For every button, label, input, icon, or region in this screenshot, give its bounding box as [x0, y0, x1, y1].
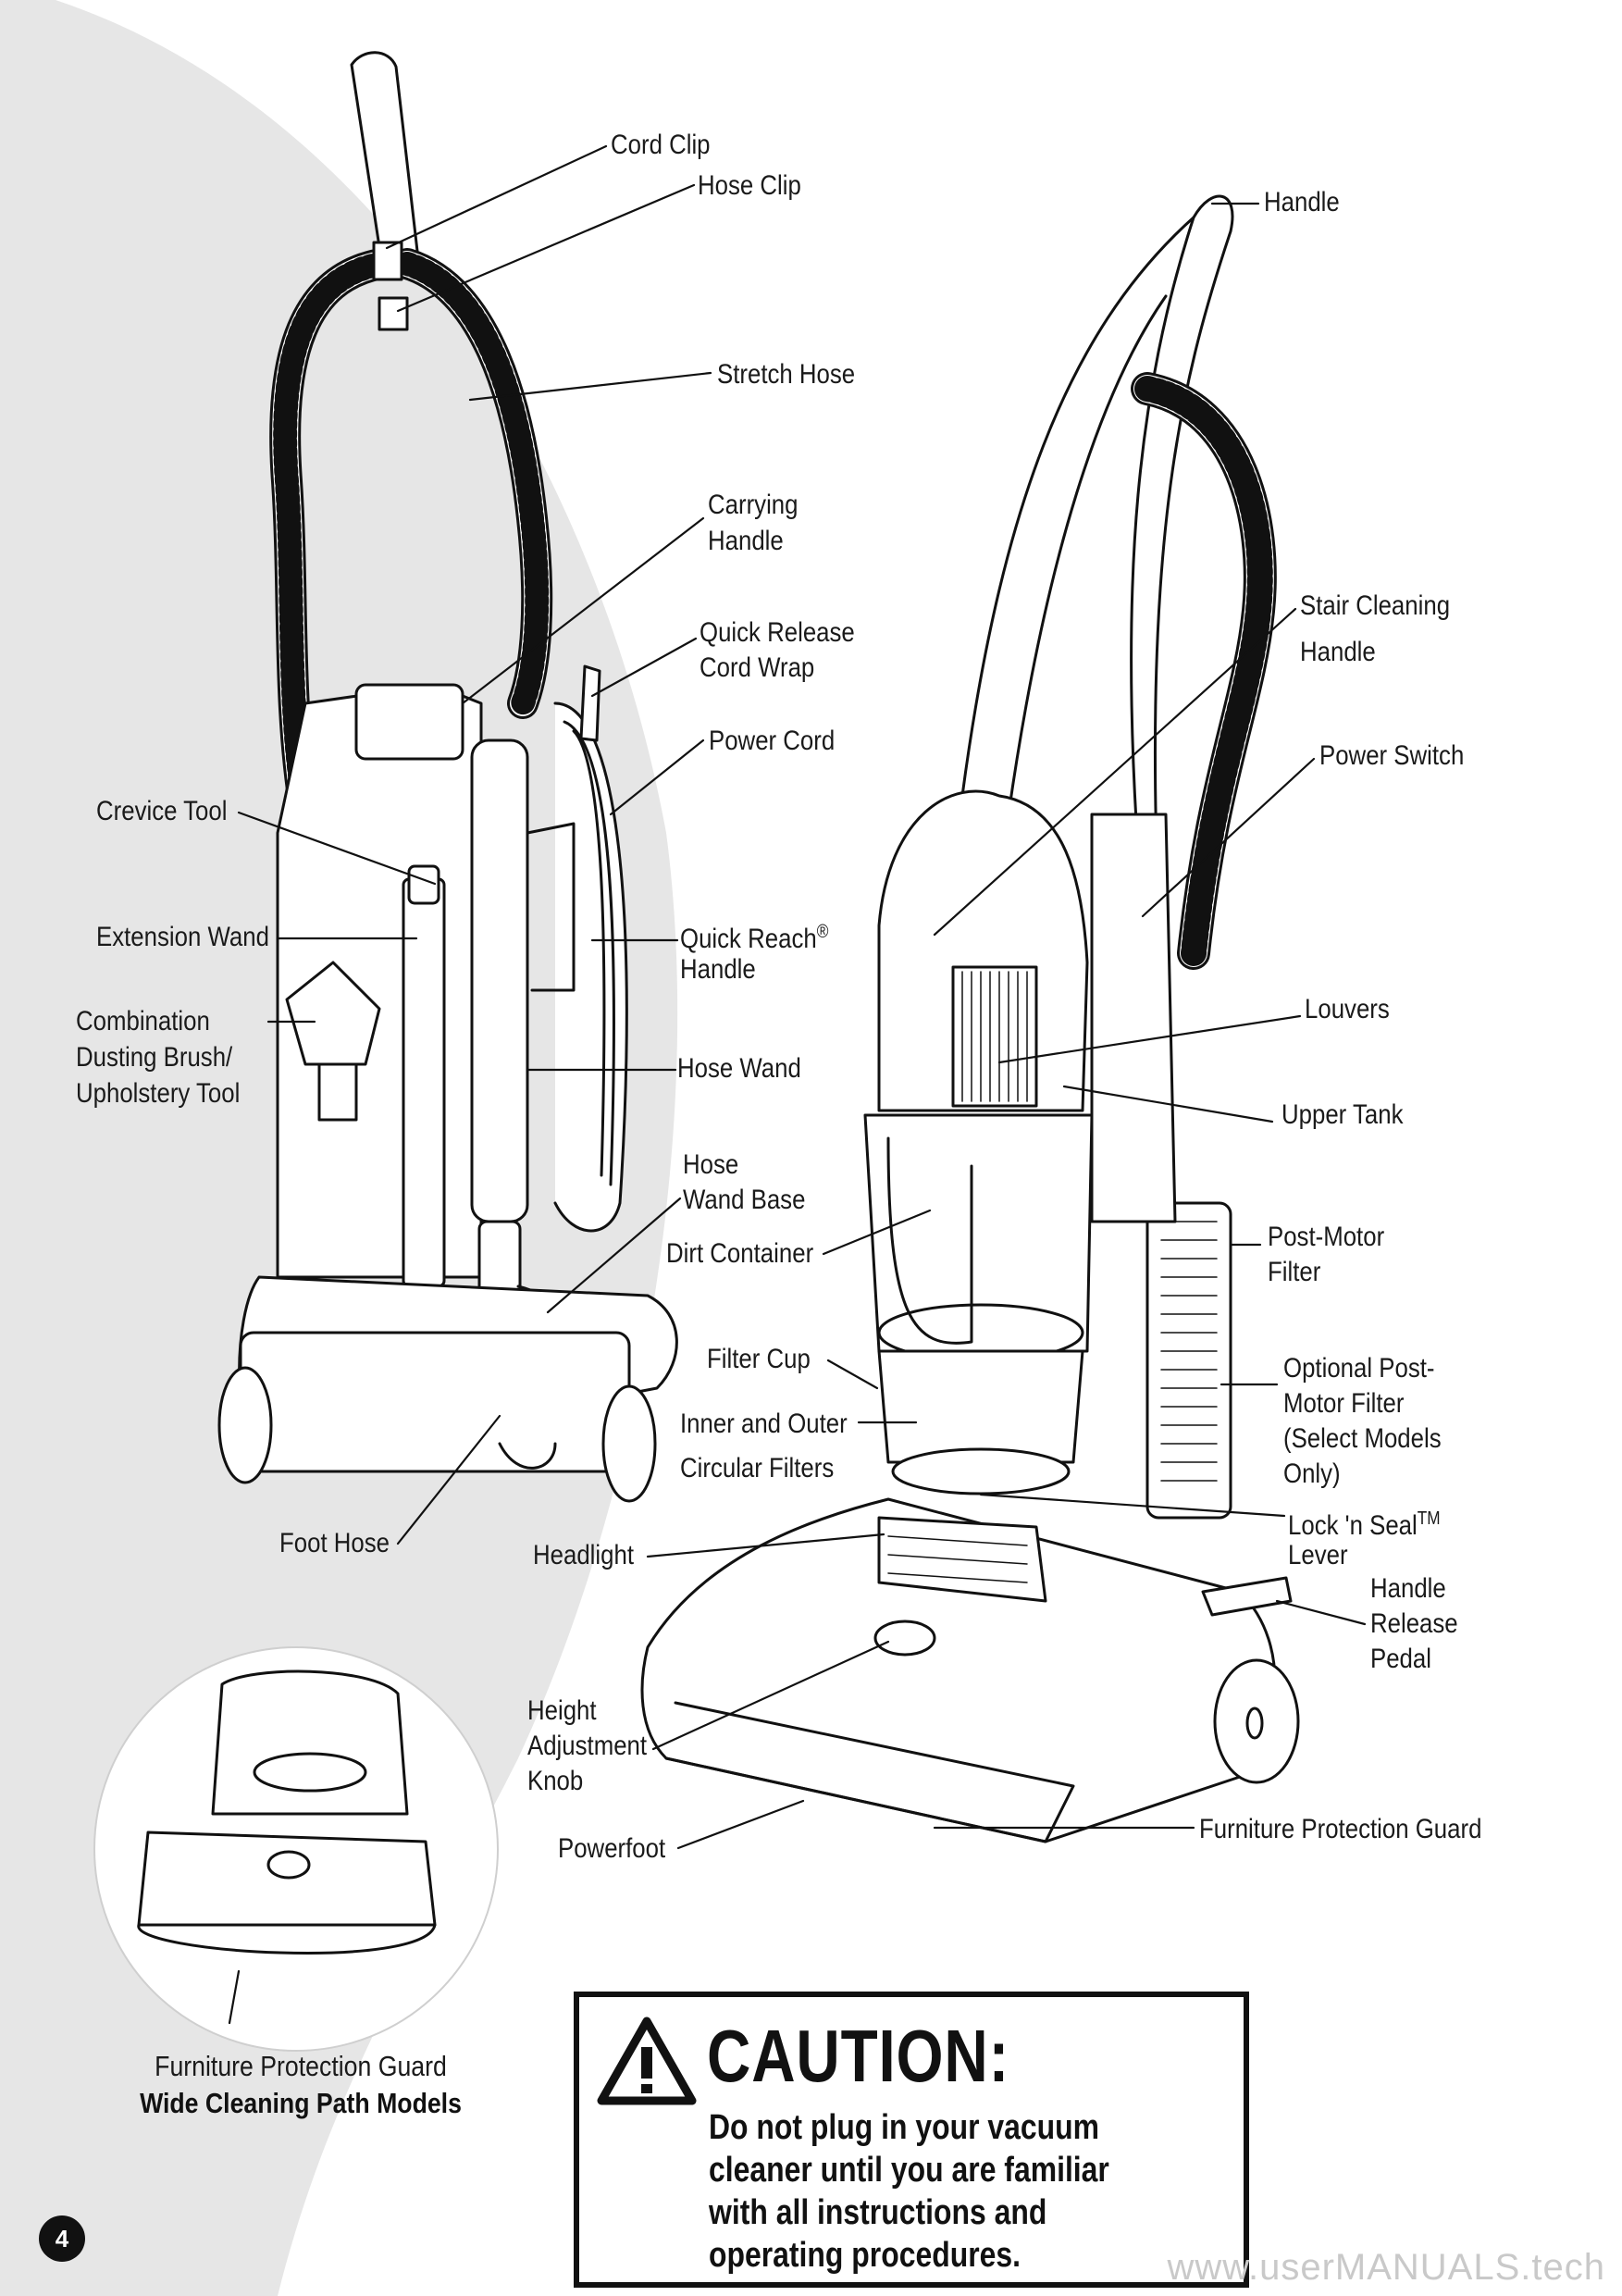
label-optional-filter-4: Only) [1283, 1458, 1341, 1489]
warning-triangle-icon [597, 2017, 697, 2105]
label-post-motor-2: Filter [1268, 1257, 1321, 1287]
caution-line-3: with all instructions and [709, 2193, 1047, 2232]
label-power-switch: Power Switch [1319, 740, 1465, 771]
label-stretch-hose: Stretch Hose [717, 359, 856, 390]
label-handle-release-3: Pedal [1370, 1644, 1431, 1674]
label-combination-1: Combination [76, 1006, 210, 1036]
right-vacuum-illustration [640, 194, 1300, 1843]
registered-mark: ® [816, 922, 829, 942]
label-power-cord: Power Cord [709, 726, 836, 756]
label-post-motor-1: Post-Motor [1268, 1222, 1385, 1252]
label-carrying-handle-2: Handle [708, 526, 784, 556]
label-optional-filter-1: Optional Post- [1283, 1353, 1435, 1384]
inset-caption: Furniture Protection Guard Wide Cleaning… [93, 2050, 509, 2120]
inset-caption-line-2: Wide Cleaning Path Models [140, 2087, 462, 2119]
label-quick-reach-1: Quick Reach® [680, 914, 828, 957]
caution-line-2: cleaner until you are familiar [709, 2151, 1109, 2190]
caution-box: CAUTION: Do not plug in your vacuum clea… [574, 1992, 1249, 2288]
label-height-adjustment-1: Height [527, 1695, 597, 1726]
label-handle: Handle [1264, 187, 1340, 217]
label-hose-wand-base-1: Hose [683, 1149, 739, 1180]
label-lock-seal-2: Lever [1288, 1540, 1348, 1570]
label-hose-clip: Hose Clip [698, 170, 801, 201]
label-lock-seal-text: Lock 'n Seal [1288, 1510, 1418, 1541]
inset-caption-line-1: Furniture Protection Guard [155, 2050, 447, 2082]
label-quick-reach-2: Handle [680, 954, 756, 985]
label-quick-release-2: Cord Wrap [700, 652, 815, 683]
label-quick-reach-text: Quick Reach [680, 924, 817, 954]
label-inner-outer-1: Inner and Outer [680, 1409, 848, 1439]
label-handle-release-2: Release [1370, 1608, 1458, 1639]
label-cord-clip: Cord Clip [611, 130, 711, 160]
label-inner-outer-2: Circular Filters [680, 1453, 835, 1483]
label-crevice-tool: Crevice Tool [96, 796, 228, 826]
label-stair-cleaning-2: Handle [1300, 637, 1376, 667]
label-hose-wand: Hose Wand [677, 1053, 801, 1084]
trademark-mark: TM [1417, 1508, 1441, 1529]
watermark: www.userMANUALS.tech [1167, 2247, 1605, 2288]
label-upper-tank: Upper Tank [1282, 1099, 1404, 1130]
caution-line-1: Do not plug in your vacuum [709, 2108, 1100, 2147]
label-optional-filter-2: Motor Filter [1283, 1388, 1405, 1419]
label-carrying-handle-1: Carrying [708, 490, 799, 520]
label-louvers: Louvers [1305, 994, 1390, 1024]
label-height-adjustment-2: Adjustment [527, 1731, 648, 1761]
label-furniture-protection-guard: Furniture Protection Guard [1199, 1814, 1482, 1844]
label-foot-hose: Foot Hose [279, 1528, 390, 1558]
leader-lines [228, 144, 1367, 2025]
label-extension-wand: Extension Wand [96, 922, 269, 952]
left-vacuum-illustration [217, 51, 678, 1503]
label-optional-filter-3: (Select Models [1283, 1423, 1442, 1454]
label-filter-cup: Filter Cup [707, 1344, 811, 1374]
label-lock-seal-1: Lock 'n SealTM [1288, 1501, 1441, 1544]
label-stair-cleaning-1: Stair Cleaning [1300, 590, 1451, 621]
label-quick-release-1: Quick Release [700, 617, 855, 648]
page-number: 4 [39, 2215, 85, 2262]
label-handle-release-1: Handle [1370, 1573, 1446, 1604]
label-hose-wand-base-2: Wand Base [683, 1185, 806, 1215]
inset-wide-path-illustration [137, 1669, 437, 1955]
caution-line-4: operating procedures. [709, 2236, 1021, 2275]
label-combination-2: Dusting Brush/ [76, 1042, 233, 1073]
label-combination-3: Upholstery Tool [76, 1078, 241, 1109]
label-height-adjustment-3: Knob [527, 1766, 584, 1796]
caution-text: Do not plug in your vacuum cleaner until… [709, 2106, 1109, 2277]
caution-title: CAUTION: [707, 2015, 1010, 2097]
label-powerfoot: Powerfoot [558, 1833, 666, 1864]
label-headlight: Headlight [533, 1540, 635, 1570]
label-dirt-container: Dirt Container [666, 1238, 814, 1269]
